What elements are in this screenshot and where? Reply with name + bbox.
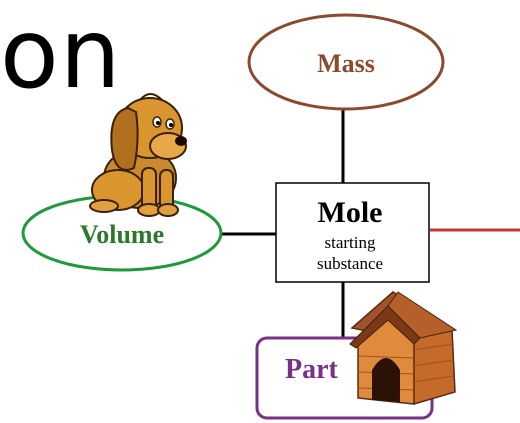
doghouse-icon bbox=[349, 291, 458, 405]
mole-subtitle-line1: starting bbox=[325, 233, 376, 252]
mole-node: Mole starting substance bbox=[275, 182, 430, 283]
mass-label: Mass bbox=[317, 49, 375, 78]
particles-label: Part bbox=[285, 354, 339, 385]
mole-label: Mole bbox=[318, 196, 383, 229]
dog-icon bbox=[89, 93, 187, 217]
slide-title-fragment: on bbox=[0, 0, 122, 110]
mass-node: Mass bbox=[247, 13, 445, 111]
volume-label: Volume bbox=[80, 220, 164, 249]
mole-subtitle-line2: substance bbox=[317, 254, 383, 273]
